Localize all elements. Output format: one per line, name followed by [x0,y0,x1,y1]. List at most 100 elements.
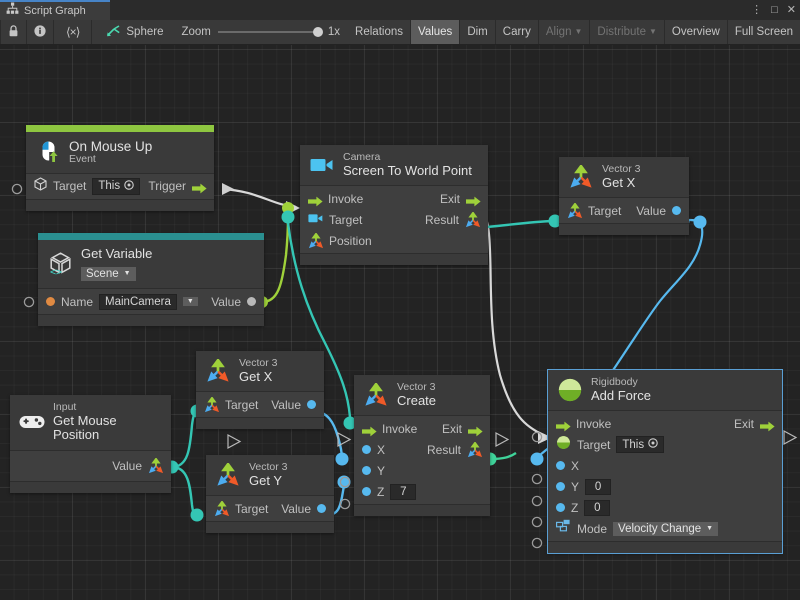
target-picker-icon[interactable] [124,180,134,193]
y-value-field[interactable]: 0 [585,479,611,495]
y-port[interactable] [556,482,565,491]
node-row-z: Z 7 [354,481,490,502]
node-row-x: X [548,455,782,476]
value-port[interactable] [247,297,256,306]
node-input-get-mouse-position[interactable]: Input Get Mouse Position Value [10,395,171,493]
invoke-label: Invoke [328,192,363,206]
window-menu-icon[interactable]: ⋮ [751,5,762,16]
rigidbody-icon [557,377,583,403]
target-value-field[interactable]: This [616,436,664,453]
value-port[interactable] [672,206,681,215]
zoom-control[interactable]: Zoom 1x [173,20,348,44]
graph-canvas[interactable]: On Mouse Up Event Target This [0,45,800,600]
variable-name-dropdown[interactable]: ▼ [183,297,198,306]
target-label: Target [577,438,610,452]
toolbar-button-carry-label: Carry [503,26,531,38]
info-button[interactable] [27,20,54,44]
x-port[interactable] [362,445,371,454]
variable-name-text: MainCamera [105,296,171,308]
node-subtitle: Input [53,402,162,414]
target-picker-icon[interactable] [648,438,658,451]
tab-script-graph[interactable]: Script Graph [0,0,110,20]
row-left: Position [308,233,372,248]
flow-arrow-icon[interactable] [466,194,480,204]
row-left: Invoke [556,417,611,431]
flow-arrow-icon[interactable] [468,424,482,434]
node-vector3-get-x-mid[interactable]: Vector 3 Get X Target [196,351,324,429]
name-port[interactable] [46,297,55,306]
node-vector3-get-x-top[interactable]: Vector 3 Get X Target [559,157,689,235]
z-port[interactable] [556,503,565,512]
node-title: On Mouse Up [69,139,152,154]
vector3-icon[interactable] [308,233,323,248]
z-value-text: 7 [400,486,406,498]
window-close-icon[interactable]: ✕ [787,5,796,16]
trigger-label: Trigger [148,179,186,193]
toolbar-button-distribute[interactable]: Distribute ▼ [590,20,665,44]
z-value-field[interactable]: 0 [584,500,610,516]
row-right: Exit [734,417,774,431]
vector3-icon [363,382,389,408]
vector3-icon[interactable] [148,458,163,473]
zoom-slider[interactable] [218,31,321,33]
toolbar-button-full-screen[interactable]: Full Screen [728,20,800,44]
node-row-y: Y [354,460,490,481]
toolbar-button-align[interactable]: Align ▼ [539,20,591,44]
graph-object-field[interactable]: Sphere [92,20,173,44]
node-header: Vector 3 Get Y [206,455,334,495]
row-left: Target This [556,435,664,455]
variable-scope-label: Scene [86,268,119,281]
flow-arrow-icon[interactable] [308,194,322,204]
node-body: Invoke Exit Target Result [300,185,488,253]
node-subtitle: Camera [343,152,472,164]
row-right: Exit [440,192,480,206]
node-vector3-get-y[interactable]: Vector 3 Get Y Target [206,455,334,533]
zoom-slider-knob[interactable] [313,27,323,37]
node-footer [548,541,782,553]
node-screen-to-world-point[interactable]: Camera Screen To World Point Invoke Exit [300,145,488,265]
x-port[interactable] [556,461,565,470]
vector3-icon[interactable] [467,442,482,457]
flow-arrow-icon[interactable] [556,419,570,429]
invoke-label: Invoke [576,417,611,431]
z-value-field[interactable]: 7 [390,484,416,500]
toolbar-button-values[interactable]: Values [411,20,460,44]
value-port[interactable] [307,400,316,409]
z-port[interactable] [362,487,371,496]
node-row-y: Y 0 [548,476,782,497]
vector3-icon[interactable] [567,203,582,218]
flow-arrow-icon[interactable] [362,424,376,434]
vector3-icon [205,358,231,384]
vector3-icon[interactable] [214,501,229,516]
vector3-icon[interactable] [465,212,480,227]
row-left: Name MainCamera ▼ [46,294,198,310]
value-port[interactable] [317,504,326,513]
node-subtitle: Vector 3 [239,358,278,370]
row-right: Trigger [148,179,206,193]
lock-button[interactable] [0,20,27,44]
node-on-mouse-up[interactable]: On Mouse Up Event Target This [26,125,214,211]
flow-arrow-icon[interactable] [192,181,206,191]
vector3-icon[interactable] [204,397,219,412]
toolbar-button-overview[interactable]: Overview [665,20,728,44]
node-titles: Vector 3 Create [397,382,436,408]
y-port[interactable] [362,466,371,475]
node-header: Vector 3 Get X [196,351,324,391]
target-value-field[interactable]: This [92,178,140,195]
mode-dropdown[interactable]: Velocity Change ▼ [613,522,718,536]
node-footer [300,253,488,265]
code-view-button[interactable]: ⟨×⟩ [54,20,92,44]
flow-arrow-icon[interactable] [760,419,774,429]
window-maximize-icon[interactable]: □ [771,5,778,16]
variable-scope-dropdown[interactable]: Scene ▼ [81,264,152,282]
node-vector3-create[interactable]: Vector 3 Create Invoke Exit [354,375,490,516]
node-footer [354,504,490,516]
variable-name-field[interactable]: MainCamera [99,294,177,310]
toolbar-button-relations[interactable]: Relations [348,20,411,44]
node-title: Get X [602,176,641,191]
toolbar-button-carry[interactable]: Carry [496,20,539,44]
toolbar-button-overview-label: Overview [672,26,720,38]
toolbar-button-dim[interactable]: Dim [460,20,495,44]
node-rigidbody-add-force[interactable]: Rigidbody Add Force Invoke Exit [548,370,782,553]
node-get-variable[interactable]: <> Get Variable Scene ▼ [38,233,264,326]
